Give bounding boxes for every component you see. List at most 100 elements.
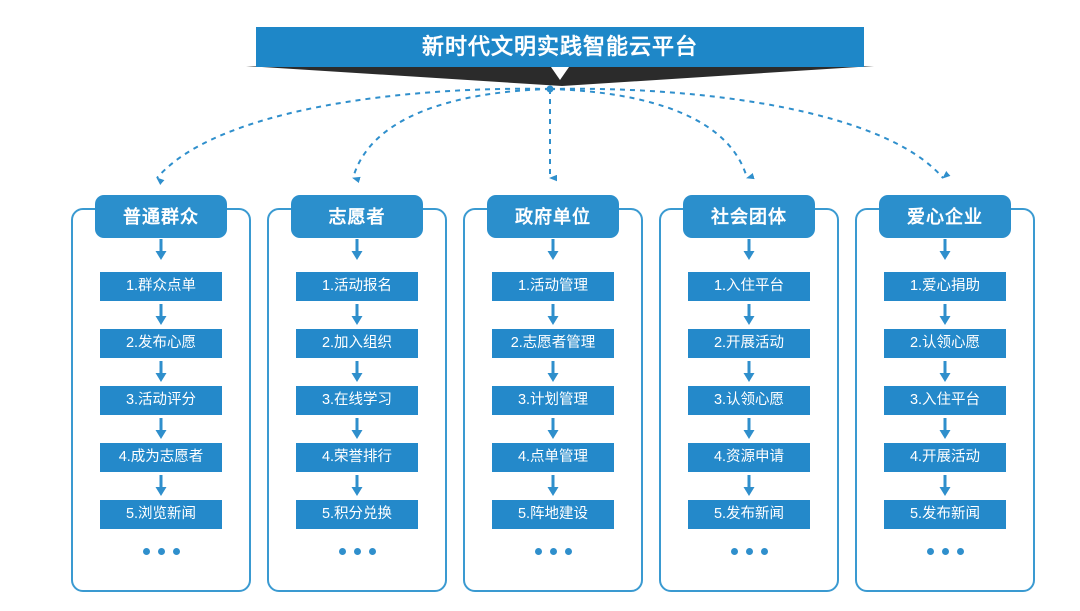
column-header-label: 普通群众 <box>123 206 199 227</box>
ellipsis-dot <box>157 547 165 555</box>
flow-item-label: 5.阵地建设 <box>517 506 589 523</box>
flow-item[interactable]: 3.活动评分 <box>100 386 222 415</box>
down-arrow-icon <box>547 418 559 439</box>
flow-item[interactable]: 5.浏览新闻 <box>100 500 222 529</box>
more-items-ellipsis <box>296 529 418 573</box>
connector-to-enterprise <box>549 87 951 179</box>
flow-item[interactable]: 4.资源申请 <box>688 443 810 472</box>
column-header-label: 社会团体 <box>711 206 787 227</box>
down-arrow-icon <box>939 239 951 260</box>
flow-item[interactable]: 5.发布新闻 <box>688 500 810 529</box>
ellipsis-dot <box>142 547 150 555</box>
ellipsis-dot <box>368 547 376 555</box>
down-arrow-icon <box>155 475 167 496</box>
flow-item-label: 3.活动评分 <box>125 392 197 409</box>
flow-item[interactable]: 3.认领心愿 <box>688 386 810 415</box>
flow-item[interactable]: 1.群众点单 <box>100 272 222 301</box>
more-items-ellipsis <box>492 529 614 573</box>
flow-item[interactable]: 4.开展活动 <box>884 443 1006 472</box>
item-connector-arrow <box>492 358 614 386</box>
down-arrow-icon <box>351 361 363 382</box>
item-connector-arrow <box>492 472 614 500</box>
flow-item-label: 5.积分兑换 <box>321 506 393 523</box>
column-header-label: 志愿者 <box>328 206 386 227</box>
flow-item[interactable]: 2.开展活动 <box>688 329 810 358</box>
flow-item[interactable]: 3.入住平台 <box>884 386 1006 415</box>
flow-item-label: 4.荣誉排行 <box>321 449 393 466</box>
item-connector-arrow <box>884 472 1006 500</box>
flow-item[interactable]: 2.认领心愿 <box>884 329 1006 358</box>
down-arrow-icon <box>743 475 755 496</box>
ellipsis-dot <box>760 547 768 555</box>
item-connector-arrow <box>492 415 614 443</box>
column-government: 政府单位 1.活动管理 2.志愿者管理 3.计划管理 4.点单管理 5.阵地建设 <box>463 195 643 595</box>
item-connector-arrow <box>296 415 418 443</box>
down-arrow-icon <box>743 304 755 325</box>
flow-item[interactable]: 5.阵地建设 <box>492 500 614 529</box>
item-connector-arrow <box>884 415 1006 443</box>
down-arrow-icon <box>939 361 951 382</box>
flow-item[interactable]: 2.志愿者管理 <box>492 329 614 358</box>
down-arrow-icon <box>547 475 559 496</box>
flow-item[interactable]: 3.在线学习 <box>296 386 418 415</box>
flow-item-label: 1.活动报名 <box>321 278 393 295</box>
flow-item-label: 3.入住平台 <box>909 392 981 409</box>
down-arrow-icon <box>351 418 363 439</box>
flow-item-label: 4.成为志愿者 <box>118 449 204 466</box>
flow-item-label: 2.发布心愿 <box>125 335 197 352</box>
connector-to-public <box>156 87 551 185</box>
flow-item-label: 3.计划管理 <box>517 392 589 409</box>
flow-item-label: 1.活动管理 <box>517 278 589 295</box>
flow-item-label: 4.点单管理 <box>517 449 589 466</box>
more-items-ellipsis <box>688 529 810 573</box>
flow-item-label: 1.入住平台 <box>713 278 785 295</box>
flow-item[interactable]: 2.加入组织 <box>296 329 418 358</box>
item-connector-arrow <box>100 301 222 329</box>
column-enterprise: 爱心企业 1.爱心捐助 2.认领心愿 3.入住平台 4.开展活动 5.发布新闻 <box>855 195 1035 595</box>
item-connector-arrow <box>688 358 810 386</box>
header-to-item-arrow <box>939 239 952 266</box>
item-connector-arrow <box>296 358 418 386</box>
down-arrow-icon <box>547 361 559 382</box>
flow-item-label: 2.认领心愿 <box>909 335 981 352</box>
column-header-label: 爱心企业 <box>907 206 983 227</box>
column-header-volunteer[interactable]: 志愿者 <box>291 195 423 238</box>
column-header-public[interactable]: 普通群众 <box>95 195 227 238</box>
flow-item[interactable]: 1.入住平台 <box>688 272 810 301</box>
flow-item[interactable]: 5.积分兑换 <box>296 500 418 529</box>
down-arrow-icon <box>351 475 363 496</box>
flow-item-label: 3.认领心愿 <box>713 392 785 409</box>
flow-item-label: 5.发布新闻 <box>713 506 785 523</box>
flow-item[interactable]: 3.计划管理 <box>492 386 614 415</box>
column-header-enterprise[interactable]: 爱心企业 <box>879 195 1011 238</box>
ellipsis-dot <box>941 547 949 555</box>
down-arrow-icon <box>155 361 167 382</box>
column-volunteer: 志愿者 1.活动报名 2.加入组织 3.在线学习 4.荣誉排行 5.积分兑换 <box>267 195 447 595</box>
flow-item[interactable]: 5.发布新闻 <box>884 500 1006 529</box>
item-connector-arrow <box>296 301 418 329</box>
header-to-item-arrow <box>155 239 168 266</box>
flow-item[interactable]: 4.点单管理 <box>492 443 614 472</box>
ellipsis-dot <box>172 547 180 555</box>
down-arrow-icon <box>547 304 559 325</box>
flow-item-label: 2.志愿者管理 <box>510 335 596 352</box>
more-items-ellipsis <box>100 529 222 573</box>
ellipsis-dot <box>730 547 738 555</box>
column-item-list-volunteer: 1.活动报名 2.加入组织 3.在线学习 4.荣誉排行 5.积分兑换 <box>267 272 447 573</box>
flow-item-label: 5.浏览新闻 <box>125 506 197 523</box>
connector-to-volunteer <box>352 88 551 183</box>
flow-item[interactable]: 1.爱心捐助 <box>884 272 1006 301</box>
flow-item[interactable]: 1.活动管理 <box>492 272 614 301</box>
flow-item[interactable]: 4.成为志愿者 <box>100 443 222 472</box>
flow-item-label: 4.开展活动 <box>909 449 981 466</box>
flow-item[interactable]: 1.活动报名 <box>296 272 418 301</box>
column-header-government[interactable]: 政府单位 <box>487 195 619 238</box>
flow-item[interactable]: 4.荣誉排行 <box>296 443 418 472</box>
down-arrow-icon <box>939 475 951 496</box>
flow-item[interactable]: 2.发布心愿 <box>100 329 222 358</box>
column-social-group: 社会团体 1.入住平台 2.开展活动 3.认领心愿 4.资源申请 5.发布新闻 <box>659 195 839 595</box>
down-arrow-icon <box>155 239 167 260</box>
column-header-social-group[interactable]: 社会团体 <box>683 195 815 238</box>
